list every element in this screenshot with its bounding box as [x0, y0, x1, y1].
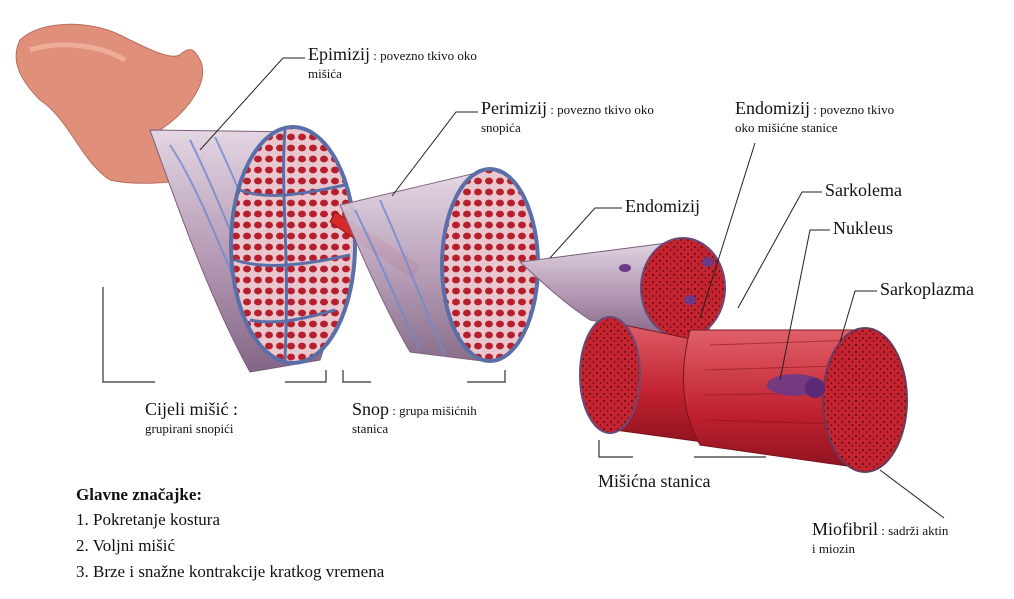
feature-item-3: 3. Brze i snažne kontrakcije kratkog vre… — [76, 562, 384, 582]
label-endomizij: Endomizij — [625, 196, 700, 217]
label-endomizij-definition: Endomizij : povezno tkivo oko mišićne st… — [735, 98, 894, 137]
label-miofibril: Miofibril : sadrži aktin i miozin — [812, 519, 948, 558]
whole-muscle-section — [231, 127, 355, 363]
feature-item-1: 1. Pokretanje kostura — [76, 510, 220, 530]
label-perimizij: Perimizij : povezno tkivo oko snopića — [481, 98, 654, 137]
label-sarkoplazma: Sarkoplazma — [880, 279, 974, 300]
label-sarkolema: Sarkolema — [825, 180, 902, 201]
label-nukleus: Nukleus — [833, 218, 893, 239]
label-cijeli-misic: Cijeli mišić : grupirani snopići — [145, 399, 238, 438]
features-title: Glavne značajke: — [76, 485, 202, 505]
cell-section — [823, 328, 907, 472]
label-snop: Snop : grupa mišićnih stanica — [352, 399, 477, 438]
feature-item-2: 2. Voljni mišić — [76, 536, 175, 556]
label-epimizij: Epimizij : povezno tkivo oko mišića — [308, 44, 477, 83]
label-misicna-stanica: Mišićna stanica — [598, 471, 710, 492]
